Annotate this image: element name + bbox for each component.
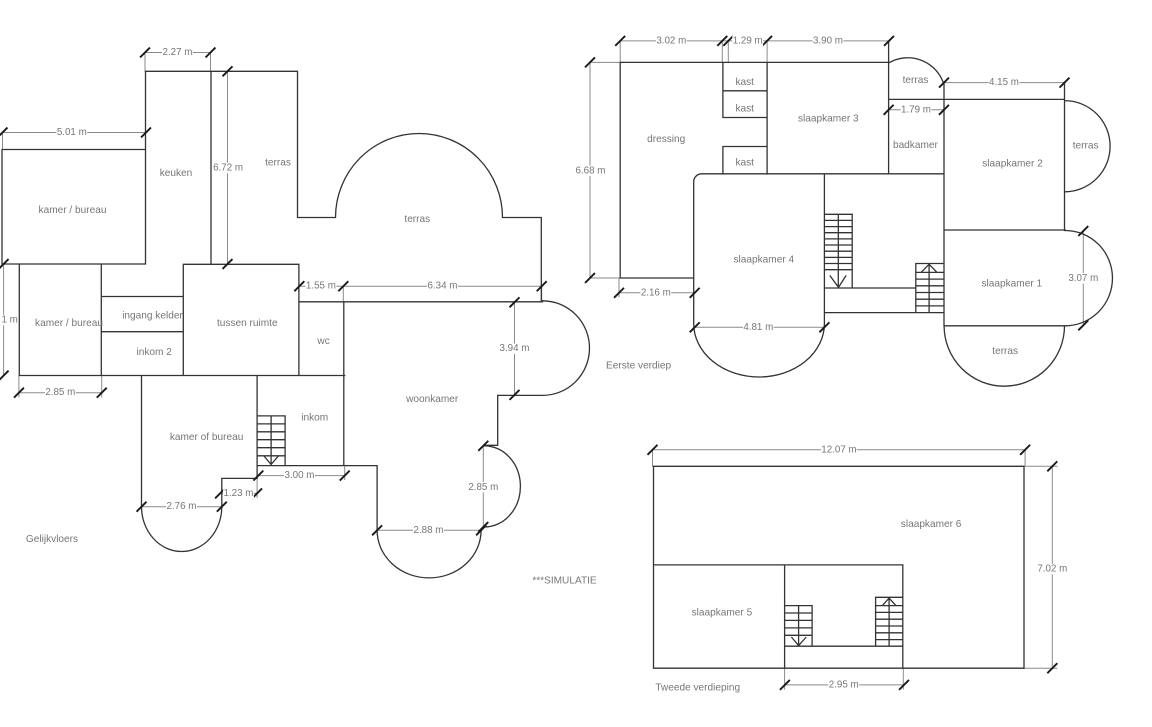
svg-text:1.79 m: 1.79 m xyxy=(901,104,931,115)
svg-text:1.29 m: 1.29 m xyxy=(733,35,763,46)
svg-text:badkamer: badkamer xyxy=(893,140,939,151)
svg-text:terras: terras xyxy=(1073,141,1099,152)
svg-text:1.23 m: 1.23 m xyxy=(224,488,254,499)
svg-text:2.85 m: 2.85 m xyxy=(45,387,75,398)
svg-text:tussen ruimte: tussen ruimte xyxy=(217,318,278,329)
svg-text:4.81 m: 4.81 m xyxy=(743,322,773,333)
svg-text:wc: wc xyxy=(316,336,329,347)
svg-text:Gelijkvloers: Gelijkvloers xyxy=(26,534,78,545)
svg-text:terras: terras xyxy=(265,158,291,169)
svg-text:ingang kelder: ingang kelder xyxy=(122,311,183,322)
svg-text:3.90 m: 3.90 m xyxy=(813,35,843,46)
svg-text:slaapkamer 4: slaapkamer 4 xyxy=(734,255,795,266)
svg-text:slaapkamer 5: slaapkamer 5 xyxy=(692,608,753,619)
svg-text:terras: terras xyxy=(404,214,430,225)
svg-text:3.94 m: 3.94 m xyxy=(500,343,530,354)
svg-text:kamer / bureau: kamer / bureau xyxy=(35,318,103,329)
svg-text:6.34 m: 6.34 m xyxy=(428,281,458,292)
svg-text:1.55 m: 1.55 m xyxy=(306,281,336,292)
svg-text:kast: kast xyxy=(735,104,754,115)
svg-text:1 m: 1 m xyxy=(2,315,18,326)
svg-text:Eerste verdiep: Eerste verdiep xyxy=(606,361,671,372)
svg-text:2.88 m: 2.88 m xyxy=(414,525,444,536)
svg-text:slaapkamer 2: slaapkamer 2 xyxy=(982,159,1043,170)
svg-text:Tweede verdieping: Tweede verdieping xyxy=(655,682,740,693)
svg-text:12.07 m: 12.07 m xyxy=(821,444,856,455)
svg-text:2.95 m: 2.95 m xyxy=(829,679,859,690)
svg-text:4.15 m: 4.15 m xyxy=(989,77,1019,88)
svg-text:kamer / bureau: kamer / bureau xyxy=(39,205,107,216)
svg-text:2.76 m: 2.76 m xyxy=(167,501,197,512)
svg-text:inkom 2: inkom 2 xyxy=(137,347,173,358)
svg-text:6.72 m: 6.72 m xyxy=(213,163,243,174)
svg-text:woonkamer: woonkamer xyxy=(405,394,459,405)
svg-text:inkom: inkom xyxy=(301,412,328,423)
svg-text:slaapkamer 1: slaapkamer 1 xyxy=(982,278,1043,289)
svg-text:2.16 m: 2.16 m xyxy=(641,287,671,298)
svg-text:3.02 m: 3.02 m xyxy=(656,35,686,46)
svg-text:terras: terras xyxy=(903,75,929,86)
svg-text:kast: kast xyxy=(735,157,754,168)
svg-text:terras: terras xyxy=(992,346,1018,357)
svg-text:6.68 m: 6.68 m xyxy=(576,165,606,176)
svg-text:2.85 m: 2.85 m xyxy=(468,482,498,493)
svg-text:slaapkamer 3: slaapkamer 3 xyxy=(798,114,859,125)
svg-text:keuken: keuken xyxy=(160,168,193,179)
svg-text:slaapkamer 6: slaapkamer 6 xyxy=(901,519,962,530)
svg-text:kamer of bureau: kamer of bureau xyxy=(170,432,244,443)
svg-text:2.27 m: 2.27 m xyxy=(163,47,193,58)
svg-text:***SIMULATIE: ***SIMULATIE xyxy=(532,576,597,587)
svg-text:dressing: dressing xyxy=(647,134,685,145)
svg-text:5.01 m: 5.01 m xyxy=(57,127,87,138)
svg-text:7.02 m: 7.02 m xyxy=(1037,564,1067,575)
svg-text:3.07 m: 3.07 m xyxy=(1068,273,1098,284)
svg-text:3.00 m: 3.00 m xyxy=(285,470,315,481)
svg-text:kast: kast xyxy=(735,77,754,88)
